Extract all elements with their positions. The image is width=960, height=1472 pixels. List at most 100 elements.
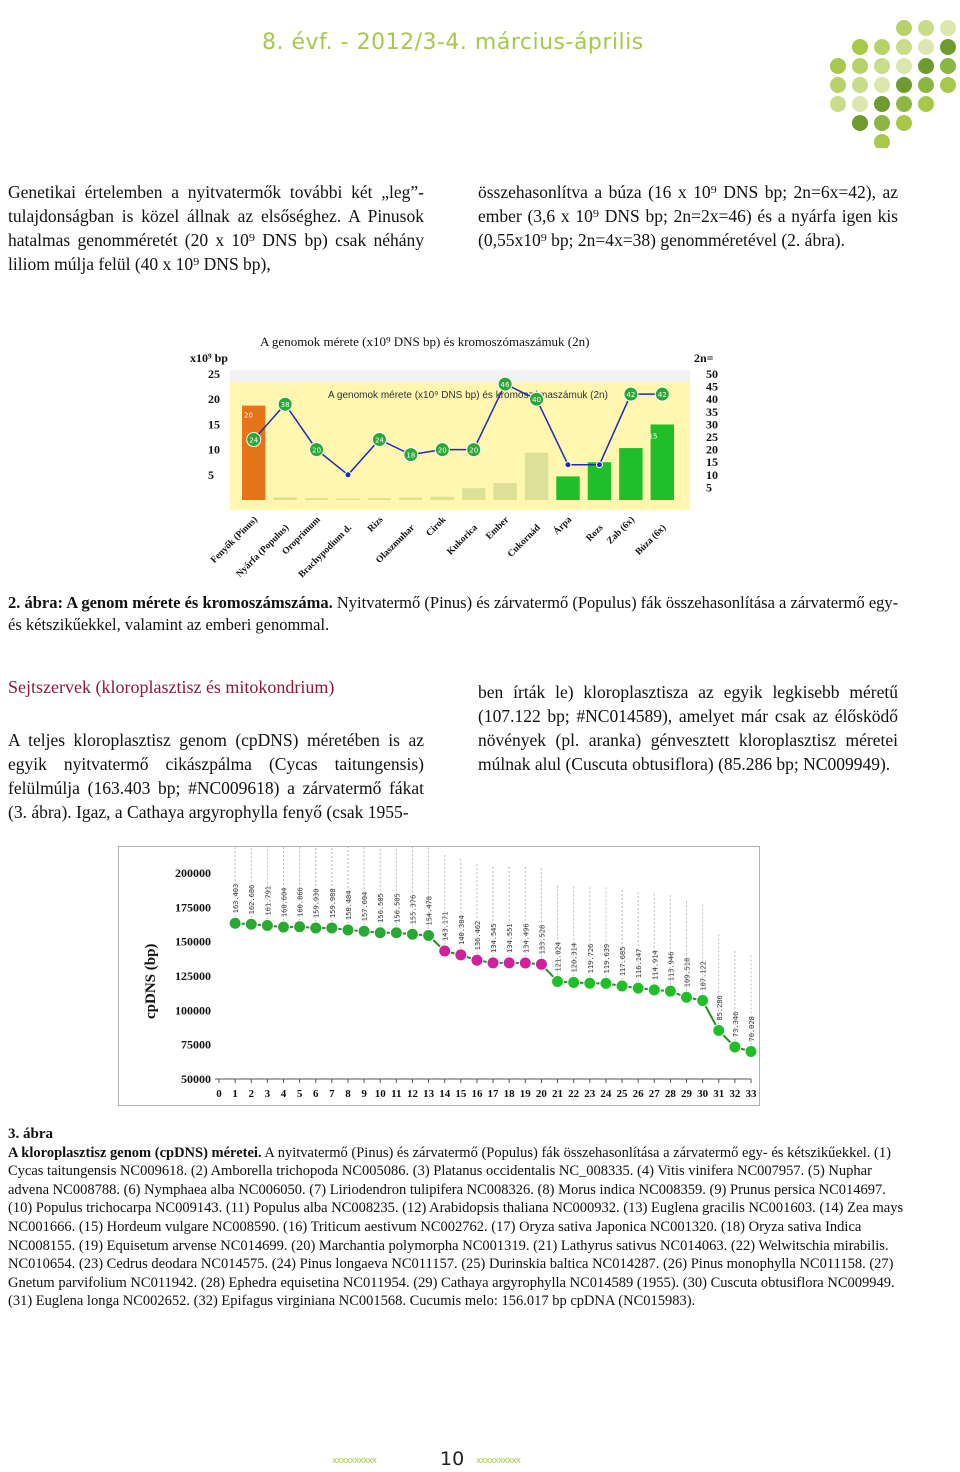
chromosome-point [654,386,670,402]
x-tick-label: 15 [455,1088,467,1100]
x-tick-label: 11 [391,1088,401,1100]
x-tick-label: 31 [713,1088,724,1100]
cpdna-value-label: 159.930 [313,889,321,919]
x-tick-label: 18 [504,1088,516,1100]
x-tick-label: 4 [281,1088,287,1100]
genome-size-bar [430,496,454,500]
genome-size-bar [336,498,360,500]
cpdna-point [260,918,274,932]
genome-size-bar [556,476,580,500]
cpdna-point [325,921,339,935]
chromosome-label: 38 [281,401,290,409]
decorative-dot [918,39,934,55]
cpdna-point [599,976,613,990]
x-tick-label: 2 [248,1088,254,1100]
cpdna-value-label: 134.551 [506,923,514,953]
cpdna-axis-label: cpDNS (bp) [143,944,159,1019]
chromosome-label: 20 [312,447,321,455]
decorative-dot [896,77,912,93]
decorative-dot [874,96,890,112]
chromosome-point [403,447,419,463]
right-tick-label: 10 [706,468,718,482]
bar-value-label: 15 [649,432,658,440]
genome-size-bar [273,497,297,500]
x-tick-label: 17 [488,1088,500,1100]
x-tick-label: 25 [617,1088,629,1100]
cpdna-value-label: 134.545 [490,923,498,953]
decorative-dot [896,58,912,74]
x-tick-label: 27 [649,1088,661,1100]
genome-size-bar [367,498,392,500]
figure-3-caption: 3. ábra A kloroplasztisz genom (cpDNS) m… [8,1125,908,1311]
x-tick-label: 26 [633,1088,645,1100]
decorative-dot [940,39,956,55]
genome-size-bar [587,462,612,500]
chromosome-label: 18 [406,452,415,460]
cpdna-point [357,924,371,938]
cpdna-value-label: 159.988 [329,888,337,918]
chromosome-point [595,461,603,469]
figure-2-caption-title: 2. ábra: A genom mérete és kromoszámszám… [8,593,333,612]
cpdna-value-label: 85.286 [716,995,724,1020]
left-tick-label: 20 [208,392,220,406]
genome-size-bar [462,488,486,500]
right-tick-label: 25 [706,430,718,444]
cpdna-value-label: 114.914 [651,950,659,980]
decorative-dot [896,96,912,112]
cpdna-value-label: 156.505 [377,893,385,923]
x-tick-label: 5 [297,1088,303,1100]
cpdna-point [502,956,516,970]
cpdna-point [470,953,484,967]
cpdna-value-label: 143.171 [442,912,450,942]
cpdna-value-label: 155.376 [409,895,417,925]
right-tick-label: 50 [706,367,718,381]
decorative-dot [896,115,912,131]
decorative-dot [918,58,934,74]
decorative-dot [852,39,868,55]
section-right-paragraph: ben írták le) kloroplasztisza az egyik l… [478,682,898,774]
x-tick-label: 9 [361,1088,367,1100]
left-tick-label: 10 [208,443,220,457]
right-tick-label: 35 [706,405,718,419]
decorative-dot [918,96,934,112]
y-tick-label: 100000 [175,1003,211,1017]
y-tick-label: 175000 [175,900,211,914]
cpdna-point [696,994,710,1008]
cpdna-point [293,920,307,934]
cpdna-value-label: 73.346 [732,1012,740,1037]
cpdna-value-label: 161.791 [264,886,272,916]
decorative-dot [852,77,868,93]
left-tick-label: 5 [208,468,214,482]
chromosome-point [371,432,387,448]
chromosome-point [466,442,482,458]
chromosome-point [309,442,325,458]
cpdna-value-label: 119.639 [603,944,611,974]
x-tick-label: 12 [407,1088,419,1100]
x-tick-label: 6 [313,1088,319,1100]
x-tick-label: 10 [375,1088,387,1100]
chromosome-label: 46 [501,381,510,389]
chromosome-point [623,386,639,402]
section-heading: Sejtszervek (kloroplasztisz és mitokondr… [8,677,335,697]
genome-size-bar [242,405,266,500]
chromosome-point [246,432,262,448]
cpdna-point [712,1024,726,1038]
cpdna-point [647,983,661,997]
cpdna-point [405,927,419,941]
genome-size-bar [399,497,423,500]
x-tick-label: 32 [729,1088,741,1100]
decorative-dot [940,77,956,93]
y-tick-label: 125000 [175,969,211,983]
genome-size-bar [493,483,517,500]
chromosome-point [344,471,352,479]
figure-2-genome-chart: A genomok mérete (x10⁹ DNS bp) és kromos… [188,320,768,582]
x-tick-label: 30 [697,1088,709,1100]
cpdna-value-label: 157.604 [361,892,369,922]
chromosome-label: 24 [375,437,384,445]
right-tick-label: 15 [706,455,718,469]
cpdna-point [454,948,468,962]
cpdna-value-label: 154.478 [426,896,434,926]
decorative-dot [874,58,890,74]
x-tick-label: 20 [536,1088,548,1100]
decorative-dot [874,115,890,131]
